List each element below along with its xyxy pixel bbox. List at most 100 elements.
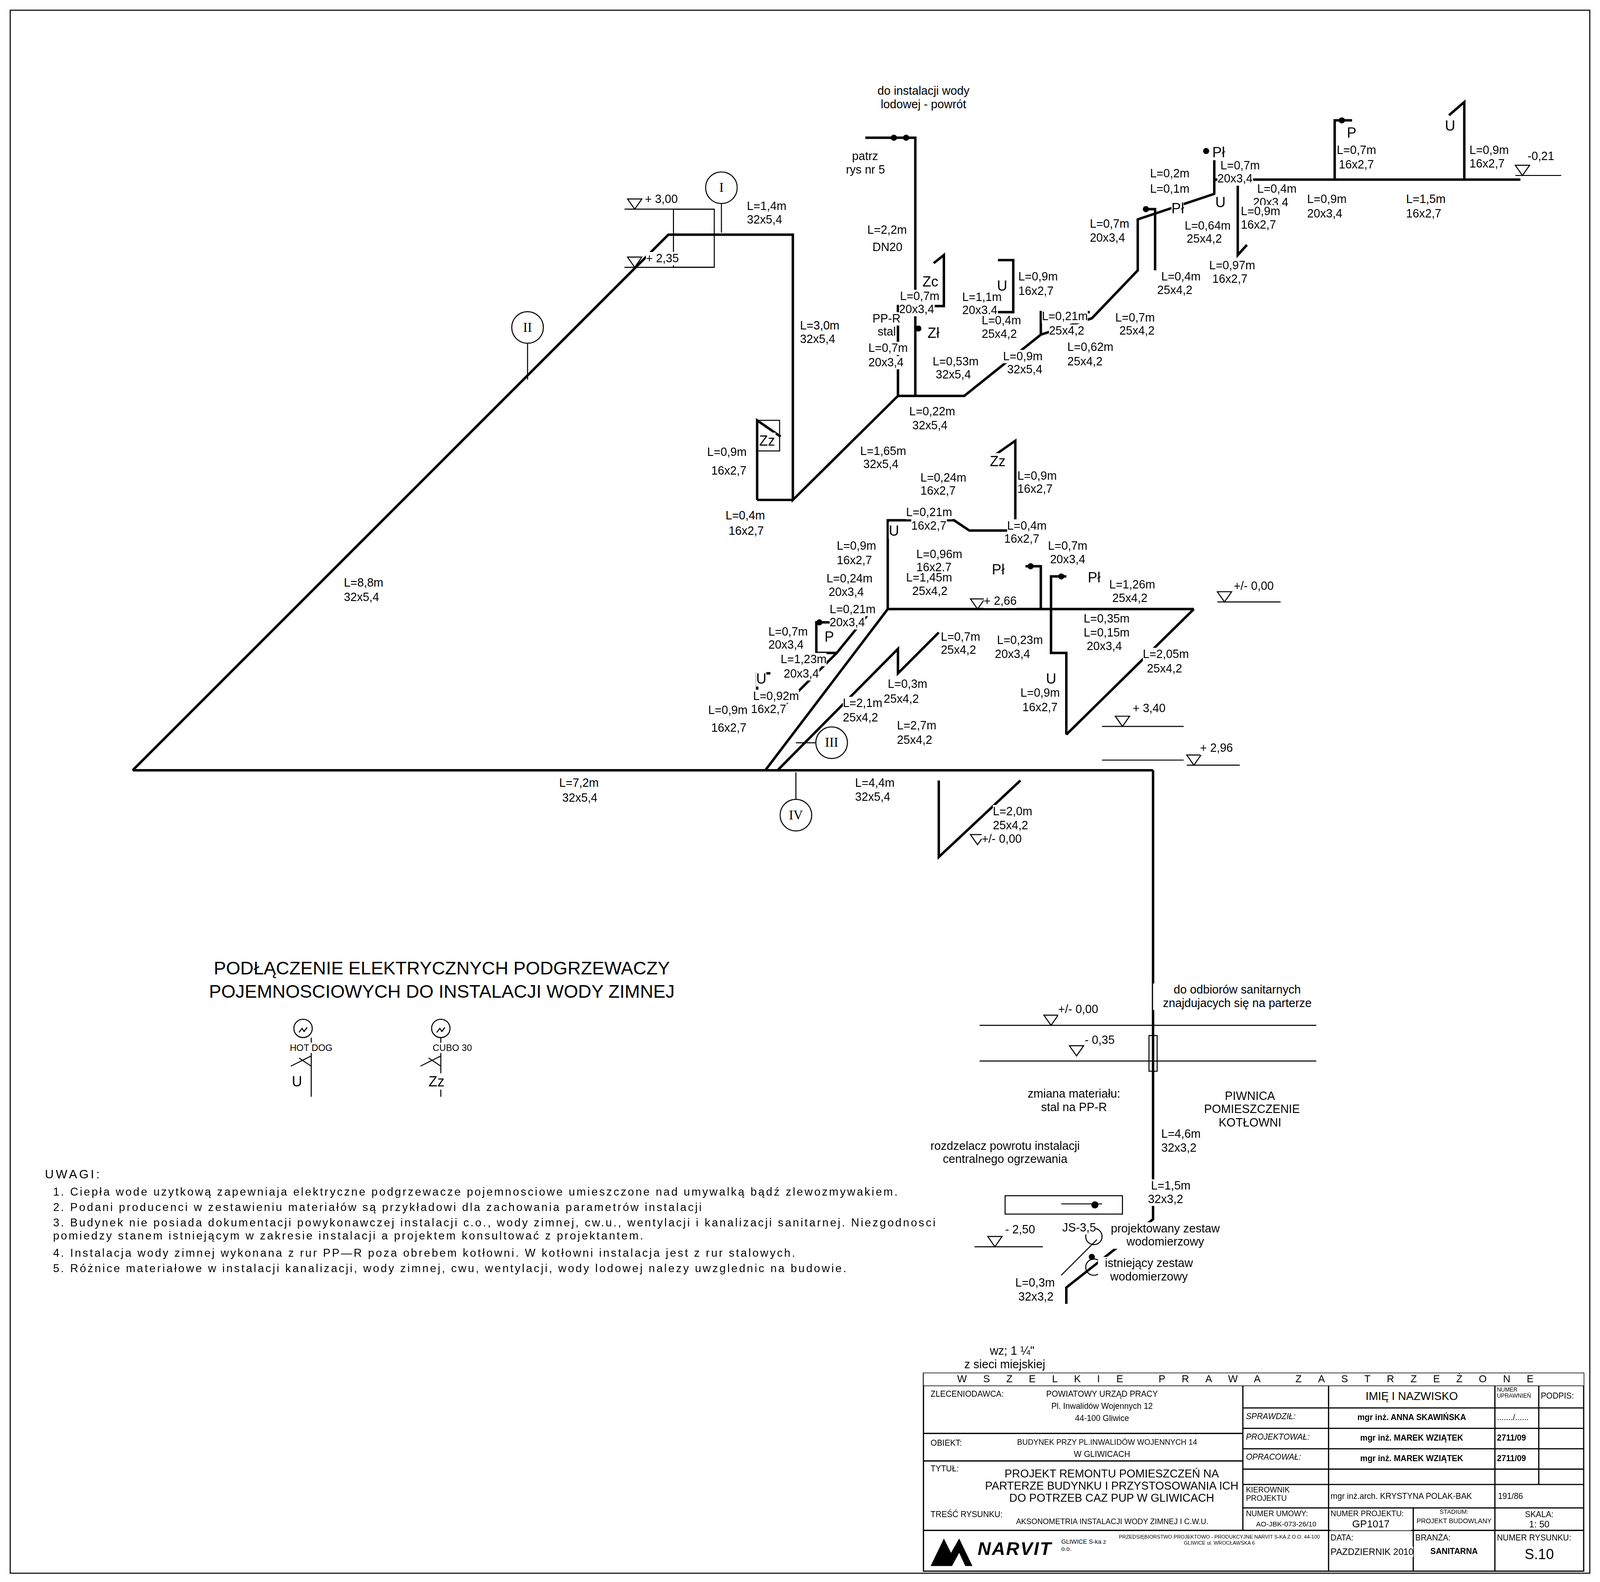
callout-number: II — [523, 319, 533, 336]
drawing-label: L=0,9m — [1469, 143, 1509, 158]
drawing-label: P — [824, 628, 834, 646]
callout-number: I — [719, 179, 724, 197]
drawing-label: 25x4,2 — [981, 327, 1017, 342]
drawing-label: SANITARNA — [1415, 1546, 1493, 1557]
drawing-label: + 2,66 — [983, 595, 1018, 609]
drawing-label: 16x2,7 — [711, 721, 747, 736]
drawing-label: 2. Podani producenci w zestawieniu mater… — [53, 1200, 704, 1215]
drawing-label: L=2,1m — [842, 696, 883, 711]
drawing-label: W GLIWICACH — [1010, 1450, 1194, 1460]
drawing-label: 2711/09 — [1496, 1453, 1526, 1464]
drawing-label: 20x3,4 — [828, 585, 864, 600]
drawing-label: 16x2,7 — [1017, 482, 1053, 497]
drawing-label: 16x2,7 — [1240, 218, 1276, 232]
drawing-label: L=0,96m — [916, 547, 963, 562]
drawing-label: OPRACOWAŁ: — [1245, 1452, 1301, 1463]
drawing-label: Zł — [927, 324, 940, 341]
drawing-label: +/- 0,00 — [1233, 579, 1274, 594]
drawing-label: POWIATOWY URZĄD PRACY — [1010, 1389, 1194, 1400]
drawing-label: U — [756, 670, 767, 687]
drawing-label: 2711/09 — [1496, 1433, 1526, 1444]
drawing-label: L=0,9m — [1020, 686, 1060, 701]
callout-number: IV — [788, 807, 803, 824]
drawing-label: 16x2,7 — [1003, 532, 1039, 547]
drawing-label: L=0,9m — [708, 703, 748, 718]
drawing-label: istniejący zestaw wodomierzowy — [1097, 1256, 1200, 1285]
drawing-label: 25x4,2 — [1112, 591, 1148, 606]
drawing-label: L=0,7m — [940, 630, 981, 645]
drawing-label: TREŚĆ RYSUNKU: — [930, 1510, 1003, 1520]
drawing-label: AO-JBK-073-26/10 — [1245, 1520, 1327, 1529]
callout-number: III — [825, 734, 839, 751]
drawing-label: 16x2,7 — [1212, 272, 1248, 287]
drawing-label: PROJEKT REMONTU POMIESZCZEŃ NA PARTERZE … — [981, 1467, 1242, 1505]
drawing-label: L=1,5m — [1406, 192, 1446, 207]
drawing-label: L=0,9m — [1018, 270, 1059, 284]
drawing-label: L=0,4m — [981, 314, 1022, 328]
drawing-label: Zz — [759, 432, 776, 450]
drawing-label: PROJEKT BUDOWLANY — [1415, 1517, 1493, 1525]
drawing-label: 20x3,4 — [868, 356, 904, 370]
drawing-label: U — [1215, 193, 1226, 211]
drawing-label: L=1,65m — [860, 444, 907, 459]
drawing-label: PROJEKTOWAŁ: — [1245, 1432, 1310, 1442]
drawing-label: 20x3,4 — [1086, 639, 1122, 654]
drawing-label: L=0,9m — [1017, 469, 1058, 484]
drawing-label: PODŁĄCZENIE ELEKTRYCZNYCH PODGRZEWACZY P… — [171, 957, 713, 1004]
drawing-label: L=0,4m — [1161, 270, 1201, 284]
drawing-label: 16x2,7 — [1338, 158, 1374, 172]
drawing-label: PAZDZIERNIK 2010 — [1330, 1546, 1414, 1558]
drawing-label: PIWNICA POMIESZCZENIE KOTŁOWNI — [1204, 1089, 1297, 1131]
drawing-label: 16x2,7 — [1018, 284, 1054, 299]
drawing-label: L=1,23m — [780, 652, 827, 667]
drawing-label: 32x5,4 — [562, 792, 598, 806]
drawing-label: 20x3,4 — [783, 667, 819, 681]
drawing-label: L=0,62m — [1067, 340, 1114, 355]
drawing-label: +/- 0,00 — [981, 832, 1022, 847]
drawing-label: 20x3,4 — [768, 638, 804, 653]
drawing-label: wz; 1 ¼" — [989, 1344, 1035, 1359]
drawing-label: Pł — [1212, 143, 1225, 161]
drawing-label: KIEROWNIK PROJEKTU — [1245, 1486, 1326, 1502]
drawing-label: L=0,7m — [768, 625, 808, 639]
drawing-label: L=0,15m — [1083, 626, 1130, 640]
drawing-label: L=0,9m — [1307, 192, 1348, 207]
drawing-label: L=0,7m — [1220, 159, 1261, 173]
drawing-label: 4. Instalacja wody zimnej wykonana z rur… — [53, 1247, 797, 1261]
drawing-label: UWAGI: — [44, 1168, 102, 1183]
drawing-label: L=0,21m — [905, 505, 953, 520]
drawing-label: 32x5,4 — [912, 419, 948, 434]
drawing-label: 20x3,4 — [995, 647, 1031, 662]
drawing-label: L=0,24m — [826, 572, 873, 586]
drawing-label: PRZEDSIĘBIORSTWO PROJEKTOWO - PRODUKCYJN… — [1117, 1534, 1322, 1546]
drawing-label: AKSONOMETRIA INSTALACJI WODY ZIMNEJ I C.… — [995, 1518, 1230, 1528]
drawing-label: 32x5,4 — [935, 368, 971, 382]
drawing-label: mgr inż. ANNA SKAWIŃSKA — [1330, 1413, 1494, 1423]
drawing-label: GLIWICE S-ka z o.o. — [1061, 1538, 1111, 1553]
drawing-label: NUMER UMOWY: — [1245, 1510, 1308, 1520]
drawing-label: projektowany zestaw wodomierzowy — [1103, 1222, 1227, 1250]
drawing-label: 20x3,4 — [898, 302, 934, 317]
drawing-label: NUMER UPRAWNIEŃ — [1496, 1387, 1537, 1399]
drawing-label: + 3,00 — [645, 192, 679, 207]
drawing-label: L=1,45m — [905, 571, 953, 585]
drawing-label: 20x3,4 — [1217, 172, 1253, 186]
drawing-label: 32x5,4 — [800, 332, 836, 347]
drawing-label: NUMER PROJEKTU: — [1330, 1510, 1404, 1520]
drawing-label: patrz — [851, 149, 878, 164]
drawing-label: DATA: — [1330, 1533, 1354, 1544]
drawing-label: L=0,24m — [920, 471, 967, 485]
drawing-label: L=2,0m — [992, 805, 1033, 819]
drawing-label: 1: 50 — [1496, 1519, 1582, 1530]
drawing-label: 32x5,4 — [343, 590, 379, 605]
drawing-label: 16x2,7 — [911, 519, 947, 534]
drawing-label: TYTUŁ: — [930, 1464, 959, 1474]
drawing-label: 25x4,2 — [1186, 232, 1222, 246]
drawing-label: L=0,97m — [1209, 259, 1256, 273]
drawing-label: L=0,22m — [909, 405, 956, 419]
drawing-label: L=0,7m — [899, 289, 940, 304]
drawing-label: Zz — [428, 1073, 445, 1090]
drawing-label: - 2,50 — [1004, 1223, 1035, 1237]
drawing-label: DN20 — [872, 240, 903, 255]
drawing-label: 16x2,7 — [1406, 207, 1442, 221]
